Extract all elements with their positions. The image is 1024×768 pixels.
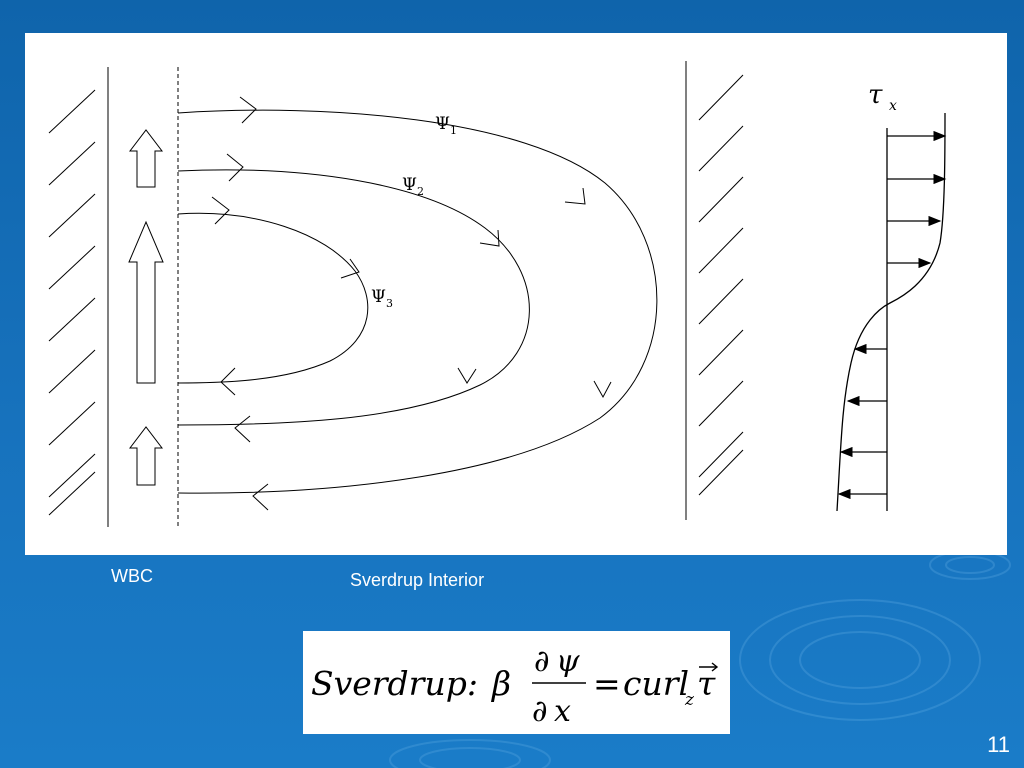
curl-operator: curl xyxy=(623,664,689,703)
diagram-panel: Ψ 1 Ψ 2 Ψ 3 xyxy=(25,33,1007,555)
equation-label: Sverdrup: xyxy=(311,664,478,703)
beta-symbol: β xyxy=(490,664,511,703)
streamline-psi3 xyxy=(177,212,369,384)
streamline-direction-chevrons xyxy=(211,96,612,511)
curl-subscript: z xyxy=(684,690,695,710)
western-coast-hatching xyxy=(48,67,109,527)
wbc-arrow-large xyxy=(128,220,164,384)
numerator-psi: ψ xyxy=(556,644,580,679)
svg-text:x: x xyxy=(889,98,897,114)
wbc-arrows xyxy=(128,129,164,486)
numerator-partial: ∂ xyxy=(534,644,550,679)
streamlines xyxy=(177,109,658,494)
wind-stress-profile xyxy=(836,112,947,512)
gyre-diagram: Ψ 1 Ψ 2 Ψ 3 xyxy=(48,61,947,527)
eastern-coast-hatching xyxy=(685,61,744,520)
wbc-arrow-small-top xyxy=(128,129,164,188)
sverdrup-equation: Sverdrup: β ∂ ψ ∂ x = curl z τ xyxy=(311,644,719,729)
svg-text:Ψ: Ψ xyxy=(371,287,386,307)
streamline-psi2 xyxy=(177,169,530,426)
svg-text:1: 1 xyxy=(450,124,457,137)
tau-vector: τ xyxy=(697,664,716,703)
psi3-label: Ψ 3 xyxy=(371,287,393,310)
tau-x-label: τ x xyxy=(868,80,897,114)
svg-text:3: 3 xyxy=(386,297,393,310)
psi1-label: Ψ 1 xyxy=(435,114,457,137)
sverdrup-interior-caption: Sverdrup Interior xyxy=(350,570,485,590)
slide-number: 11 xyxy=(987,732,1010,757)
wbc-arrow-small-bottom xyxy=(128,426,164,486)
svg-text:Ψ: Ψ xyxy=(435,114,450,134)
denominator-partial: ∂ xyxy=(532,694,548,729)
svg-text:Ψ: Ψ xyxy=(402,175,417,195)
wbc-caption: WBC xyxy=(111,566,153,586)
vector-arrow-icon xyxy=(699,662,719,672)
psi2-label: Ψ 2 xyxy=(402,175,424,198)
equals-sign: = xyxy=(593,664,621,703)
denominator-x: x xyxy=(554,694,571,729)
streamline-psi1 xyxy=(177,109,658,494)
svg-text:τ: τ xyxy=(868,80,883,110)
svg-text:2: 2 xyxy=(417,185,424,198)
sverdrup-equation-box: Sverdrup: β ∂ ψ ∂ x = curl z τ xyxy=(303,631,730,734)
